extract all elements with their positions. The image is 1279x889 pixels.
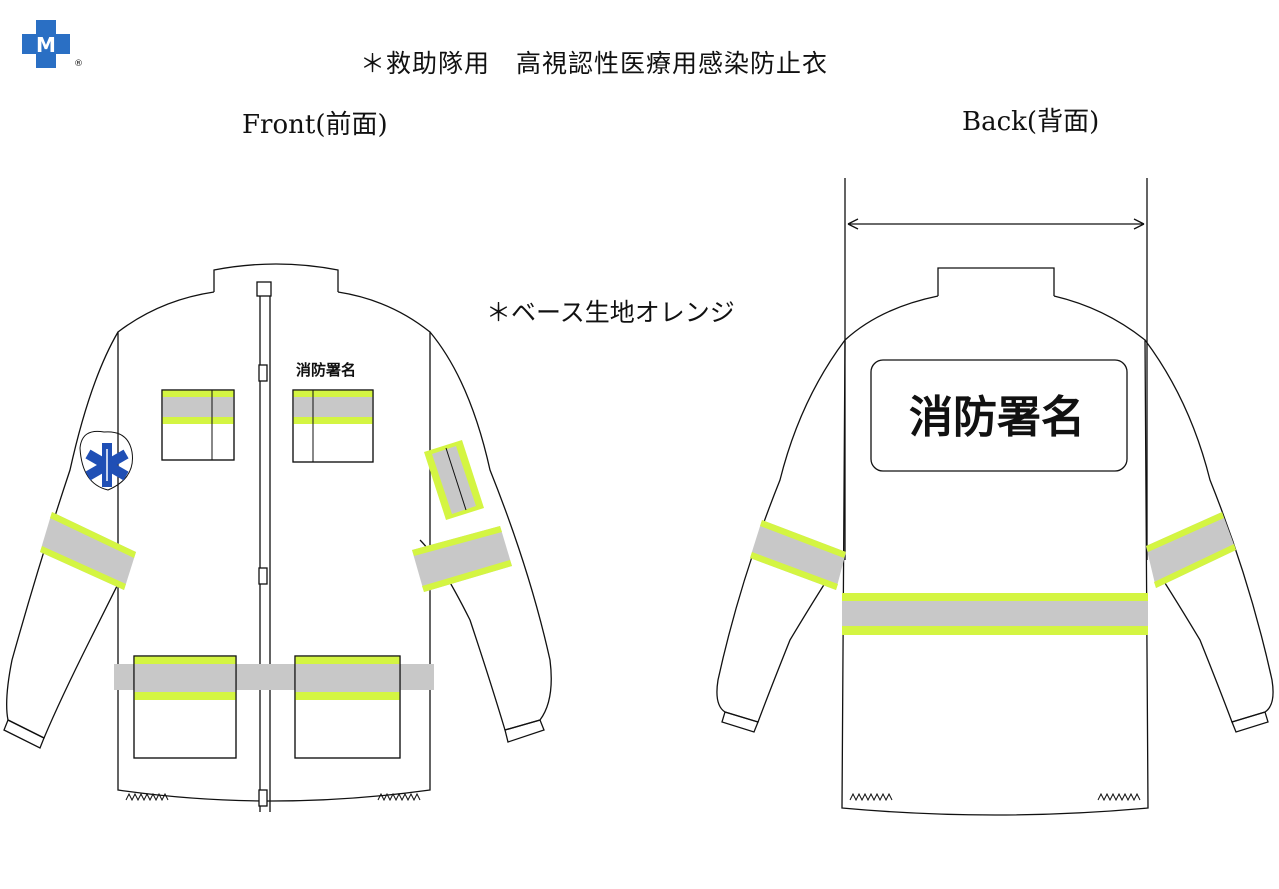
front-right-sleeve <box>419 331 552 731</box>
front-arm-pocket <box>424 440 484 520</box>
back-left-cuff <box>721 711 759 733</box>
front-chest-pocket-right <box>292 389 374 463</box>
back-right-sleeve <box>1144 339 1274 723</box>
front-chest-pocket-left <box>161 389 235 461</box>
front-lower-pocket-left <box>133 655 237 759</box>
back-view-label: Back(背面) <box>962 107 1100 137</box>
back-waist-band <box>842 593 1148 635</box>
zipper-snap <box>258 789 268 807</box>
back-jacket <box>716 178 1274 816</box>
zipper-snap <box>258 364 268 382</box>
front-left-sleeve-band <box>40 512 136 590</box>
back-hem-elastic <box>849 792 1141 802</box>
back-collar <box>937 267 1055 299</box>
page-title: ＊救助隊用 高視認性医療用感染防止衣 <box>360 49 829 78</box>
front-right-sleeve-band <box>412 526 512 592</box>
front-left-sleeve <box>6 331 131 739</box>
front-body <box>117 291 431 802</box>
front-lower-pocket-right <box>294 655 401 759</box>
front-right-cuff <box>504 719 545 743</box>
star-of-life-icon <box>79 430 133 491</box>
fabric-note: ＊ベース生地オレンジ <box>486 298 735 327</box>
brand-logo: M ® <box>22 18 83 70</box>
front-left-cuff <box>3 719 45 749</box>
logo-letter: M <box>36 33 56 57</box>
front-hem-elastic <box>125 792 421 802</box>
zipper-snap <box>258 567 268 585</box>
back-name-text: 消防署名 <box>909 392 1085 443</box>
back-left-sleeve-band <box>750 520 846 590</box>
back-right-cuff <box>1231 711 1269 733</box>
back-right-sleeve-band <box>1146 512 1236 588</box>
back-name-panel: 消防署名 <box>870 359 1128 472</box>
front-chest-text: 消防署名 <box>296 361 356 379</box>
back-left-sleeve <box>716 339 846 723</box>
logo-registered-mark: ® <box>74 59 82 69</box>
front-view-label: Front(前面) <box>242 110 388 140</box>
